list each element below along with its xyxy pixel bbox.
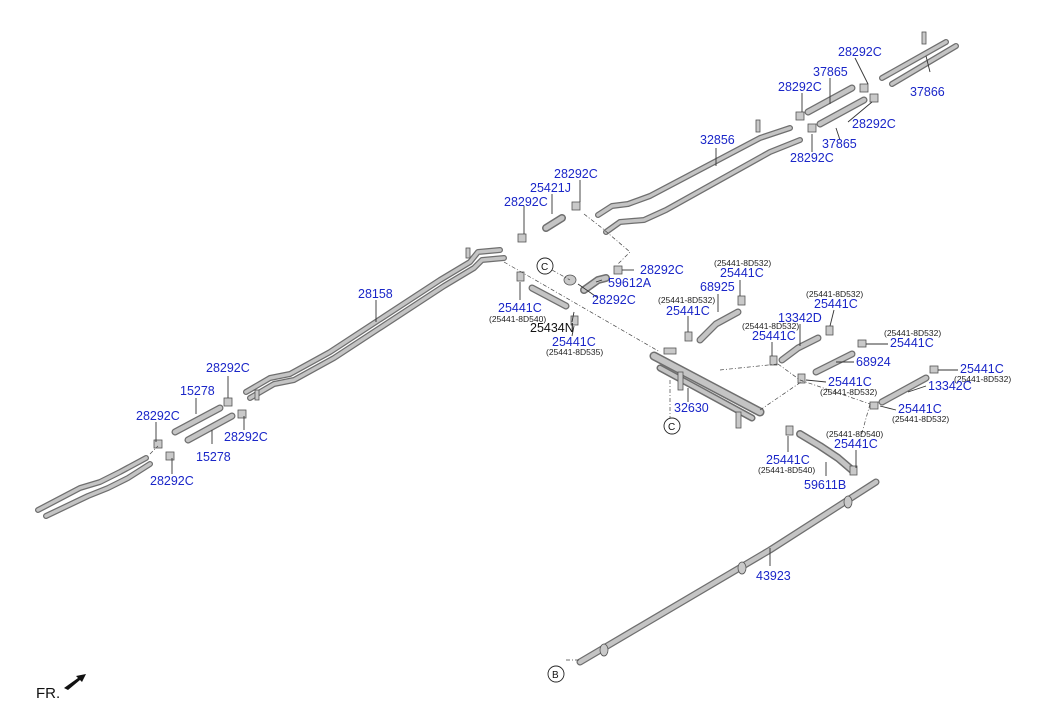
label-28292c: 28292C [136, 409, 180, 423]
label-28292c: 28292C [592, 293, 636, 307]
part-labels: 28292C 37865 37866 28292C 28292C 37865 2… [136, 45, 1011, 583]
label-37865: 37865 [813, 65, 848, 79]
connector-b: B [547, 665, 565, 683]
leader-lines [155, 55, 958, 566]
label-32630: 32630 [674, 401, 709, 415]
label-25441c: 25441C [834, 437, 878, 451]
label-25441c: 25441C [898, 402, 942, 416]
front-indicator: FR. [36, 674, 86, 702]
label-28292c: 28292C [640, 263, 684, 277]
label-37865: 37865 [822, 137, 857, 151]
label-25441c: 25441C [960, 362, 1004, 376]
pipe-15278 [171, 404, 236, 444]
label-15278: 15278 [196, 450, 231, 464]
label-68924: 68924 [856, 355, 891, 369]
label-28292c: 28292C [504, 195, 548, 209]
connector-c-bottom: C [663, 417, 681, 435]
label-28292c: 28292C [852, 117, 896, 131]
label-28158: 28158 [358, 287, 393, 301]
main-pipe-28158 [243, 247, 507, 401]
connector-c-top: C [536, 257, 554, 275]
label-25441c-sub: (25441-8D532) [820, 387, 877, 397]
label-25434n: 25434N [530, 321, 574, 335]
label-25441c-sub: (25441-8D532) [806, 289, 863, 299]
clamps [153, 83, 939, 476]
hose-25434n [528, 284, 570, 310]
label-28292c: 28292C [554, 167, 598, 181]
label-25441c: 25441C [498, 301, 542, 315]
label-25441c: 25441C [720, 266, 764, 280]
label-25441c: 25441C [766, 453, 810, 467]
hose-13342c [878, 374, 930, 406]
label-28292c: 28292C [206, 361, 250, 375]
label-25441c: 25441C [814, 297, 858, 311]
label-28292c: 28292C [778, 80, 822, 94]
hose-59612a [580, 274, 610, 294]
label-28292c: 28292C [790, 151, 834, 165]
label-25441c-sub: (25441-8D532) [658, 295, 715, 305]
front-arrow-icon [64, 674, 86, 690]
label-15278: 15278 [180, 384, 215, 398]
manifold-32630 [649, 347, 765, 429]
connector-b-label: B [552, 670, 559, 681]
label-25441c-sub: (25441-8D535) [546, 347, 603, 357]
label-13342d: 13342D [778, 311, 822, 325]
pipe-43923 [576, 478, 880, 666]
label-28292c: 28292C [150, 474, 194, 488]
label-25441c: 25441C [752, 329, 796, 343]
label-25441c: 25441C [828, 375, 872, 389]
label-25441c-sub: (25441-8D532) [742, 321, 799, 331]
hose-68924 [812, 350, 856, 376]
connector-c-label: C [668, 422, 675, 433]
hose-68925 [696, 308, 742, 344]
label-25421j: 25421J [530, 181, 571, 195]
label-13342c: 13342C [928, 379, 972, 393]
label-28292c: 28292C [838, 45, 882, 59]
label-59612a: 59612A [608, 276, 652, 290]
label-25441c-sub: (25441-8D540) [758, 465, 815, 475]
label-25441c-sub: (25441-8D532) [892, 414, 949, 424]
label-25441c: 25441C [666, 304, 710, 318]
hose-13342d [778, 334, 822, 364]
label-25441c-sub: (25441-8D532) [884, 328, 941, 338]
pipe-32856 [595, 119, 803, 235]
tube-25421j [542, 214, 566, 232]
label-37866: 37866 [910, 85, 945, 99]
label-25441c-sub: (25441-8D532) [954, 374, 1011, 384]
label-32856: 32856 [700, 133, 735, 147]
label-25441c: 25441C [552, 335, 596, 349]
label-68925: 68925 [700, 280, 735, 294]
label-59611b: 59611B [804, 478, 846, 492]
label-25441c-sub: (25441-8D540) [826, 429, 883, 439]
dashed-lines [149, 213, 871, 661]
label-43923: 43923 [756, 569, 791, 583]
pipe-37866 [879, 31, 959, 87]
hose-59611b [796, 430, 856, 474]
label-28292c: 28292C [224, 430, 268, 444]
front-label: FR. [36, 685, 60, 702]
connector-c-label: C [541, 262, 548, 273]
label-25441c: 25441C [890, 336, 934, 350]
label-25441c-sub: (25441-8D540) [489, 314, 546, 324]
label-25441c-sub: (25441-8D532) [714, 258, 771, 268]
front-twin-pipes [35, 455, 153, 519]
